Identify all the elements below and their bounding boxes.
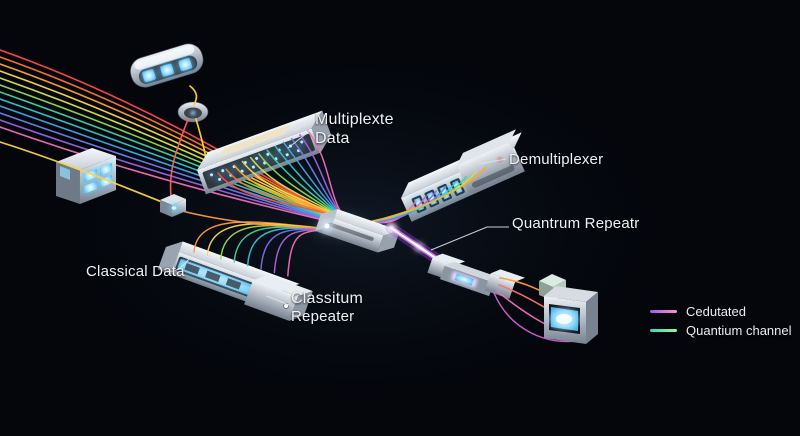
leader-demultiplexer — [478, 158, 507, 165]
display-cube-device — [544, 286, 598, 344]
convergence-flare — [312, 216, 364, 236]
multiplexer-label-line1: Multiplexte — [315, 111, 394, 128]
label-leader-lines — [167, 121, 509, 306]
legend-item-1: Quantium channel — [650, 322, 792, 338]
legend-label-0: Cedutated — [686, 303, 746, 319]
leader-classical-repeater — [266, 295, 290, 306]
leader-quantum-repeater — [430, 226, 509, 251]
fiber-line — [0, 141, 163, 203]
fiber-line — [169, 118, 189, 197]
legend-item-0: Cedutated — [650, 303, 792, 319]
leader-multiplexer-2 — [287, 129, 312, 149]
leader-multiplexer-1 — [294, 121, 312, 131]
fiber-line — [189, 85, 198, 106]
classical-repeater-device — [244, 274, 313, 321]
legend-swatch-1 — [650, 328, 677, 332]
classical-repeater-label-line2: Repeater — [291, 308, 355, 325]
small-connector — [160, 194, 186, 217]
beam-midpoint-glow — [415, 243, 423, 251]
quantum-repeater-label: Quantrum Repeatr — [512, 215, 640, 232]
classical-repeater-label-line1: Classitum — [291, 290, 364, 307]
legend-label-1: Quantium channel — [686, 322, 792, 338]
beam-flare — [386, 223, 396, 233]
top-pill-device — [130, 43, 204, 88]
classical-data-label: Classical Data — [86, 263, 185, 280]
legend-swatch-0 — [650, 309, 677, 313]
disc-connector — [177, 101, 209, 123]
multiplexer-label-line2: Data — [315, 130, 350, 147]
left-data-box-device — [56, 148, 116, 204]
leader-classical-data — [167, 258, 190, 272]
classical-repeater-label: Classitum Repeater — [291, 289, 363, 326]
demultiplexer-label: Demultiplexer — [509, 151, 604, 168]
multiplexer-label: Multiplexte Data — [315, 110, 394, 148]
